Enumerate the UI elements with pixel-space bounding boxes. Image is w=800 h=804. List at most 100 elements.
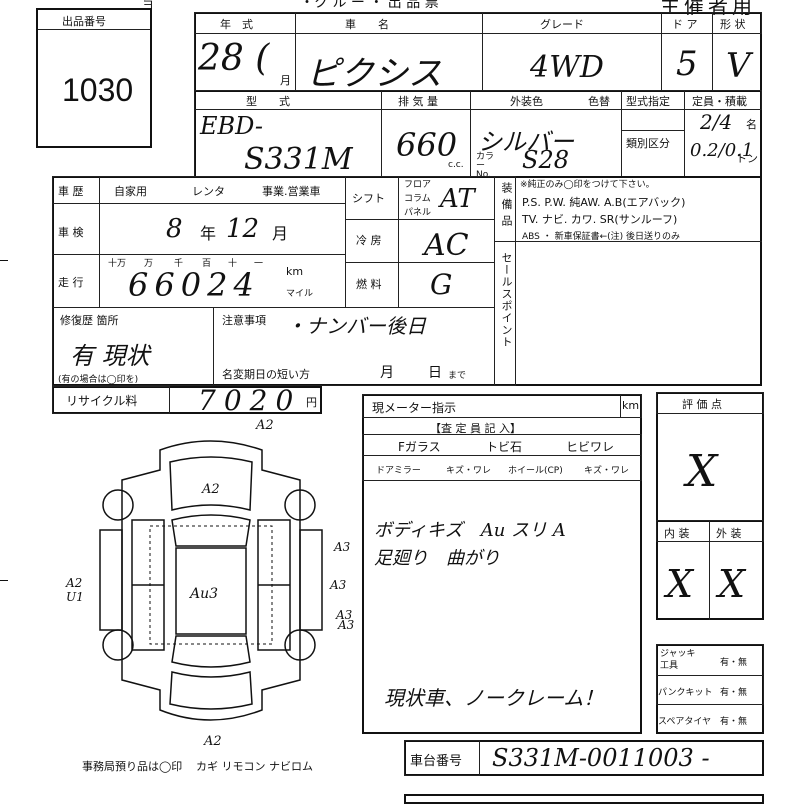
margin-tick bbox=[0, 580, 8, 581]
meter-unit: km bbox=[622, 399, 640, 412]
tools-row2 bbox=[656, 675, 764, 705]
mark-roof: Au3 bbox=[190, 586, 219, 602]
inspection-year: 8 bbox=[166, 214, 183, 244]
left-doors bbox=[131, 519, 165, 651]
row2-header-line bbox=[194, 90, 762, 110]
inspection-year-unit: 年 bbox=[200, 224, 217, 243]
shape-label: 形 状 bbox=[720, 18, 746, 31]
top-fragment: ・ク ル ー ・ 出 品 票 bbox=[300, 0, 439, 11]
mark-right-back: A3 bbox=[338, 618, 355, 632]
displacement-label: 排 気 量 bbox=[398, 95, 438, 108]
equipment-label: 装 備 品 bbox=[500, 182, 513, 227]
int-ext-box bbox=[656, 520, 764, 620]
tons-unit: トン bbox=[736, 152, 758, 165]
mileage-value: 66024 bbox=[128, 266, 260, 304]
caution-value: ・ナンバー後日 bbox=[286, 314, 426, 338]
wheel-label: ホイール(CP) bbox=[508, 466, 563, 476]
spare-yesno: 有・無 bbox=[720, 717, 748, 727]
puncture-label: パンクキット bbox=[658, 688, 713, 698]
lot-number-box: 出品番号 1030 bbox=[36, 8, 152, 148]
equipment-line1: P.S. P.W. 純AW. A.B(エアバック) bbox=[522, 196, 686, 209]
history-label: 車 歴 bbox=[58, 185, 84, 198]
tailgate bbox=[169, 671, 253, 710]
interior-mark: X bbox=[666, 562, 694, 606]
exterior-mark: X bbox=[718, 562, 746, 606]
cc-unit: c.c. bbox=[448, 160, 464, 170]
chassis-box bbox=[404, 740, 764, 776]
lot-label: 出品番号 bbox=[62, 15, 106, 28]
wheel-front-right bbox=[284, 489, 316, 521]
caution-label: 注意事項 bbox=[222, 314, 266, 327]
model-value-2: S331M bbox=[244, 142, 353, 177]
mirror-damage: キズ・ワレ bbox=[446, 466, 492, 476]
rear-window bbox=[171, 635, 251, 668]
mile-label: マイル bbox=[286, 289, 314, 299]
meter-label: 現メーター指示 bbox=[372, 401, 457, 415]
shift-panel: パネル bbox=[404, 208, 432, 218]
inner-dashed bbox=[149, 525, 273, 645]
mark-left-side: A2 U1 bbox=[66, 576, 84, 604]
lot-label-cell: 出品番号 bbox=[38, 10, 150, 30]
inspection-month: 12 bbox=[226, 214, 260, 244]
year-value: 28 ( bbox=[198, 38, 270, 79]
carname-value: ピクシス bbox=[306, 54, 442, 94]
puncture-yesno: 有・無 bbox=[720, 688, 748, 698]
items-list: カギ リモコン ナビロム bbox=[196, 760, 313, 773]
designation-split bbox=[621, 130, 685, 131]
row1-header-line bbox=[194, 12, 762, 34]
shift-floor: フロア bbox=[404, 180, 432, 190]
wheel-front-left bbox=[102, 489, 134, 521]
lot-number: 1030 bbox=[62, 72, 134, 108]
recycle-unit: 円 bbox=[306, 396, 317, 409]
month-unit: 月 bbox=[280, 74, 291, 87]
fuel-label: 燃 料 bbox=[356, 278, 382, 291]
inspector-note-2: 足廻り 曲がり bbox=[374, 548, 500, 569]
wheel-damage: キズ・ワレ bbox=[584, 466, 630, 476]
jack-label: ジャッキ 工具 bbox=[660, 649, 696, 671]
mark-hood: A2 bbox=[202, 482, 220, 497]
mark-right-mid: A3 bbox=[330, 578, 347, 592]
fuel-value: G bbox=[430, 268, 453, 301]
inspector-note-3: 現状車、ノークレーム！ bbox=[384, 686, 604, 710]
digit-10k: 万 bbox=[144, 259, 154, 269]
capacity-value: 2/4 bbox=[700, 110, 733, 134]
eval-score-mark: X bbox=[686, 446, 718, 497]
inspector-header: 【査 定 員 記 入】 bbox=[430, 422, 521, 435]
sales-point-label: セールスポイント bbox=[500, 252, 513, 348]
caution-month: 月 bbox=[380, 365, 394, 381]
history-option-private: 自家用 bbox=[114, 185, 147, 198]
spare-label: スペアタイヤ bbox=[658, 717, 712, 727]
carname-label: 車 名 bbox=[345, 18, 389, 31]
mirror-row bbox=[362, 455, 642, 481]
inspector-box bbox=[362, 394, 642, 734]
recycle-value: 7020 bbox=[198, 384, 302, 417]
wheel-rear-right bbox=[284, 629, 316, 661]
door-value: 5 bbox=[676, 44, 698, 84]
digit-1: 一 bbox=[254, 259, 264, 269]
digit-100k: 十万 bbox=[108, 259, 127, 269]
recycle-box bbox=[52, 386, 322, 414]
persons-unit: 名 bbox=[746, 118, 757, 131]
eval-header bbox=[656, 392, 764, 414]
designation-label: 型式指定 bbox=[626, 95, 670, 108]
equipment-bottom bbox=[494, 241, 762, 242]
chassis-label: 車台番号 bbox=[410, 754, 463, 769]
glass-col-crack: ヒビワレ bbox=[566, 440, 615, 454]
shift-label: シフト bbox=[352, 192, 385, 205]
capacity-label: 定員・積載 bbox=[692, 95, 747, 108]
color-change-label: 色替 bbox=[588, 95, 610, 108]
caution-section bbox=[213, 307, 495, 386]
model-value-1: EBD- bbox=[200, 112, 263, 140]
equipment-line3: ABS ・ 新車保証書←(注) 後日送りのみ bbox=[522, 232, 681, 242]
caution-until: まで bbox=[448, 371, 467, 381]
repair-value: 有 現状 bbox=[70, 342, 150, 370]
inspection-label: 車 検 bbox=[58, 226, 84, 239]
equipment-line2: TV. ナビ. カワ. SR(サンルーフ) bbox=[522, 213, 678, 226]
color-no-value: S28 bbox=[522, 146, 569, 174]
items-label: 事務局預り品は◯印 bbox=[82, 760, 183, 773]
right-doors bbox=[257, 519, 291, 651]
category-label: 類別区分 bbox=[626, 137, 670, 150]
chassis-value: S331M-0011003 - bbox=[492, 744, 710, 772]
equipment-note: ※純正のみ◯印をつけて下さい。 bbox=[520, 180, 655, 190]
displacement-value: 660 bbox=[396, 126, 458, 164]
